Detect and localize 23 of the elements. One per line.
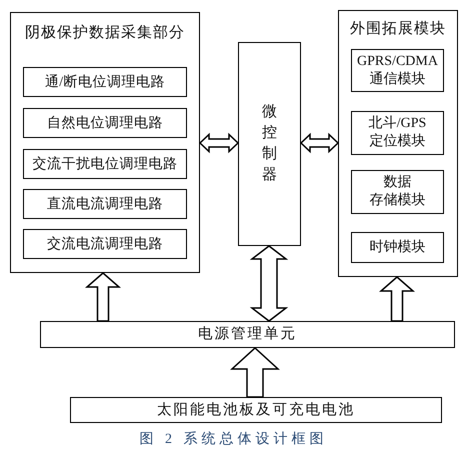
process-box: 数据存储模块 [351,170,444,214]
double-arrow [300,132,340,154]
process-box: 交流干扰电位调理电路 [23,149,187,179]
group-title: 外围拓展模块 [349,20,447,38]
group-box [338,10,458,277]
process-box: 电源管理单元 [40,321,455,348]
group-title: 阴极保护数据采集部分 [24,24,186,42]
process-box: 直流电流调理电路 [23,189,187,219]
group-box [10,12,200,273]
figure-caption: 图 2 系统总体设计框图 [140,431,328,449]
block-arrow [379,276,415,322]
process-box: GPRS/CDMA通信模块 [351,49,444,92]
process-box: 交流电流调理电路 [23,229,187,259]
controller-box: 微控制器 [238,42,301,246]
block-arrow [230,346,280,398]
process-box: 通/断电位调理电路 [23,67,187,97]
block-arrow [85,272,121,322]
double-arrow [198,132,240,154]
process-box: 太阳能电池板及可充电电池 [70,397,442,423]
double-arrow [250,245,288,322]
process-box: 时钟模块 [351,232,444,263]
process-box: 自然电位调理电路 [23,108,187,138]
process-box: 北斗/GPS定位模块 [351,111,444,155]
